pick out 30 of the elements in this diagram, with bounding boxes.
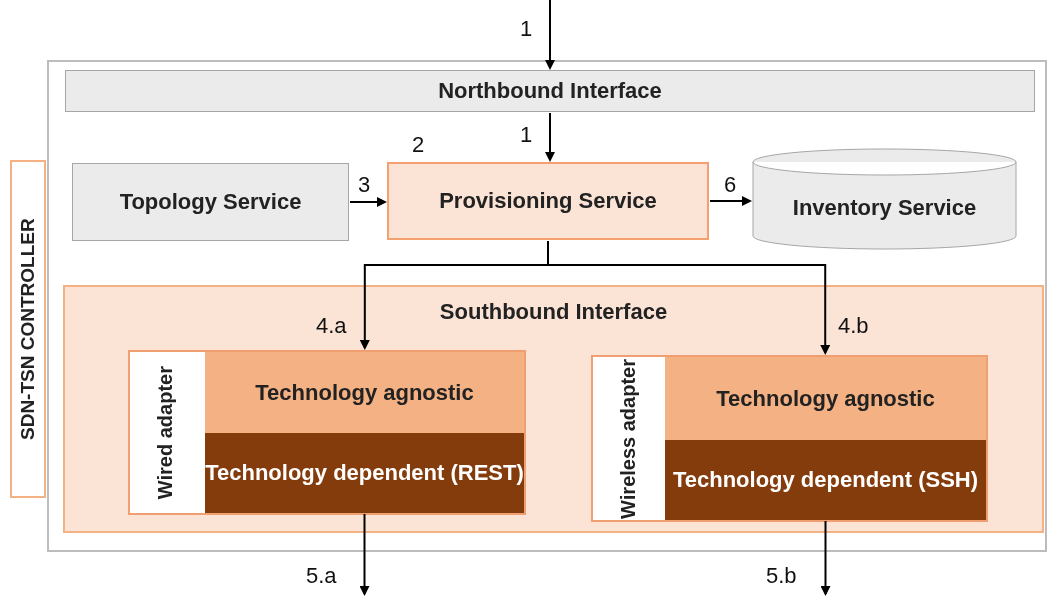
- service-box: Topology Service: [72, 163, 349, 241]
- layer-box: Technology agnostic: [205, 352, 524, 433]
- edge-label: 5.a: [306, 565, 337, 587]
- vertical-label: Wireless adapter: [615, 358, 640, 519]
- edge-label: 4.b: [838, 315, 869, 337]
- adapter-box: [128, 350, 526, 515]
- arrow: [545, 0, 555, 70]
- interface-bar: Northbound Interface: [65, 70, 1035, 112]
- edge-label: 6: [724, 174, 737, 196]
- database-cylinder: [752, 148, 1017, 250]
- adapter-box: [591, 355, 988, 522]
- arrow: [820, 520, 831, 596]
- layer-box: Technology agnostic: [665, 357, 986, 440]
- arrow: [545, 112, 555, 162]
- arrow: [359, 513, 370, 596]
- edge-label: 3: [358, 174, 371, 196]
- step-number: 2: [412, 134, 425, 156]
- vertical-label: SDN-TSN CONTROLLER: [10, 160, 46, 498]
- edge-label: 1: [520, 124, 533, 146]
- service-label: Inventory Service: [792, 195, 977, 221]
- layer-box: Technology dependent (SSH): [665, 440, 986, 520]
- panel-title: Southbound Interface: [439, 299, 668, 325]
- edge-label: 4.a: [316, 315, 347, 337]
- layer-box: Technology dependent (REST): [205, 433, 524, 513]
- arrow: [349, 197, 387, 207]
- edge-label: 1: [520, 18, 533, 40]
- arrow: [709, 196, 752, 206]
- vertical-label: Wired adapter: [152, 365, 177, 500]
- interface-panel: [63, 285, 1044, 533]
- edge-label: 5.b: [766, 565, 797, 587]
